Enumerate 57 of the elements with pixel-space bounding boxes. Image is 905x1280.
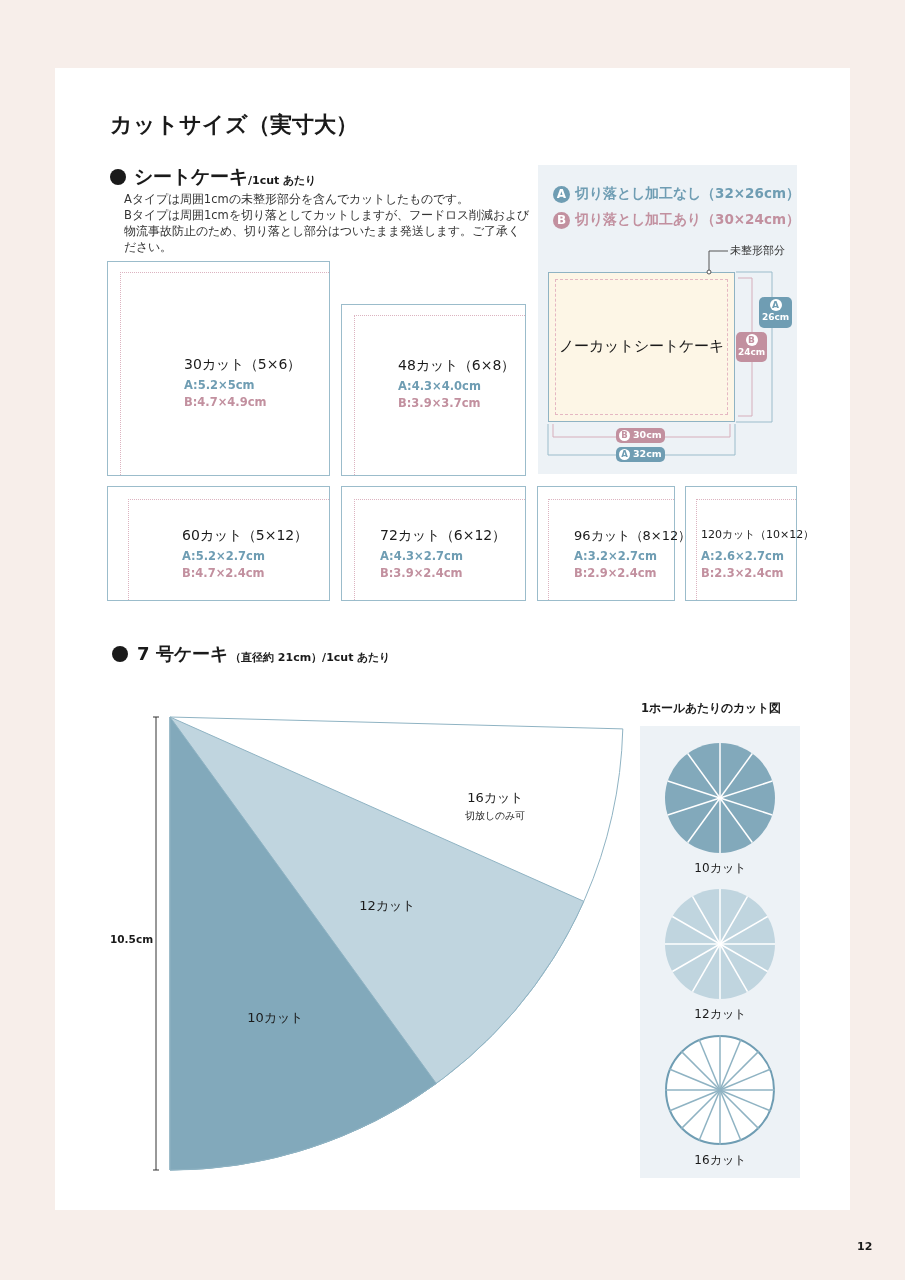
dimension-value: 32cm (633, 448, 662, 459)
section-subheading: /1cut あたり (248, 174, 317, 188)
dimension-label: 10.5cm (110, 933, 154, 945)
size-a-text: A:3.2×2.7cm (574, 549, 657, 563)
letter-badge: B (553, 212, 570, 229)
circle-caption: 10カット (693, 860, 747, 877)
letter-badge: A (553, 186, 570, 203)
info-panel (538, 165, 797, 474)
size-b-text: B:2.9×2.4cm (574, 566, 657, 580)
cut-count: 96カット（8×12） (574, 527, 692, 545)
size-b-text: B:2.3×2.4cm (701, 566, 784, 580)
cut-count: 48カット（6×8） (398, 357, 516, 375)
panel-heading: 1ホールあたりのカット図 (641, 701, 781, 716)
sheet-cake-box (548, 272, 735, 422)
size-b-text: B:4.7×2.4cm (182, 566, 265, 580)
page-title: カットサイズ（実寸大） (110, 111, 358, 139)
size-a-text: A:4.3×4.0cm (398, 379, 481, 393)
cake-slice (170, 717, 438, 1171)
slice-note: 切放しのみ可 (464, 809, 526, 823)
letter-badge: B (745, 334, 758, 346)
callout-text: 未整形部分 (730, 244, 785, 258)
cut-count: 60カット（5×12） (182, 527, 309, 545)
size-b-text: B:3.9×3.7cm (398, 396, 481, 410)
slice-label: 12カット (358, 897, 416, 915)
cut-count: 120カット（10×12） (701, 527, 815, 542)
cut-count: 30カット（5×6） (184, 356, 302, 374)
cut-count: 72カット（6×12） (380, 527, 507, 545)
circle-caption: 16カット (693, 1152, 747, 1169)
letter-badge: A (769, 299, 782, 311)
size-a-text: A:4.3×2.7cm (380, 549, 463, 563)
size-a-text: A:5.2×5cm (184, 378, 255, 392)
cut-size-box (341, 486, 526, 601)
size-b-text: B:4.7×4.9cm (184, 395, 267, 409)
dimension-value: 26cm (760, 312, 791, 322)
cake-cut-drawing (664, 742, 776, 854)
cake-cut-drawing (664, 1034, 776, 1146)
leader-line (706, 250, 729, 275)
cut-size-box (107, 486, 330, 601)
page-number: 12 (857, 1240, 873, 1253)
section-heading: 7 号ケーキ (137, 642, 228, 666)
letter-badge: A (619, 449, 630, 460)
note-text: Bタイプは周囲1cmを切り落としてカットしますが、フードロス削減および物流事故防止のため、切り落とし部分はついたまま発送します。ご了承ください。 (124, 207, 529, 255)
slice-label: 16カット (466, 789, 524, 807)
size-b-text: B:3.9×2.4cm (380, 566, 463, 580)
letter-badge: B (619, 430, 630, 441)
section-heading: シートケーキ (134, 164, 248, 189)
note-text: Aタイプは周囲1cmの未整形部分を含んでカットしたものです。 (124, 191, 469, 207)
size-a-text: A:2.6×2.7cm (701, 549, 784, 563)
section-subheading: （直径約 21cm）/1cut あたり (230, 650, 391, 665)
dimension-value: 30cm (633, 429, 662, 440)
legend-text: 切り落とし加工あり（30×24cm） (575, 211, 800, 229)
size-a-text: A:5.2×2.7cm (182, 549, 265, 563)
circle-caption: 12カット (693, 1006, 747, 1023)
cake-name: ノーカットシートケーキ (558, 337, 725, 356)
cake-cut-drawing (664, 888, 776, 1000)
slice-label: 10カット (246, 1009, 304, 1027)
legend-text: 切り落とし加工なし（32×26cm） (575, 185, 800, 203)
